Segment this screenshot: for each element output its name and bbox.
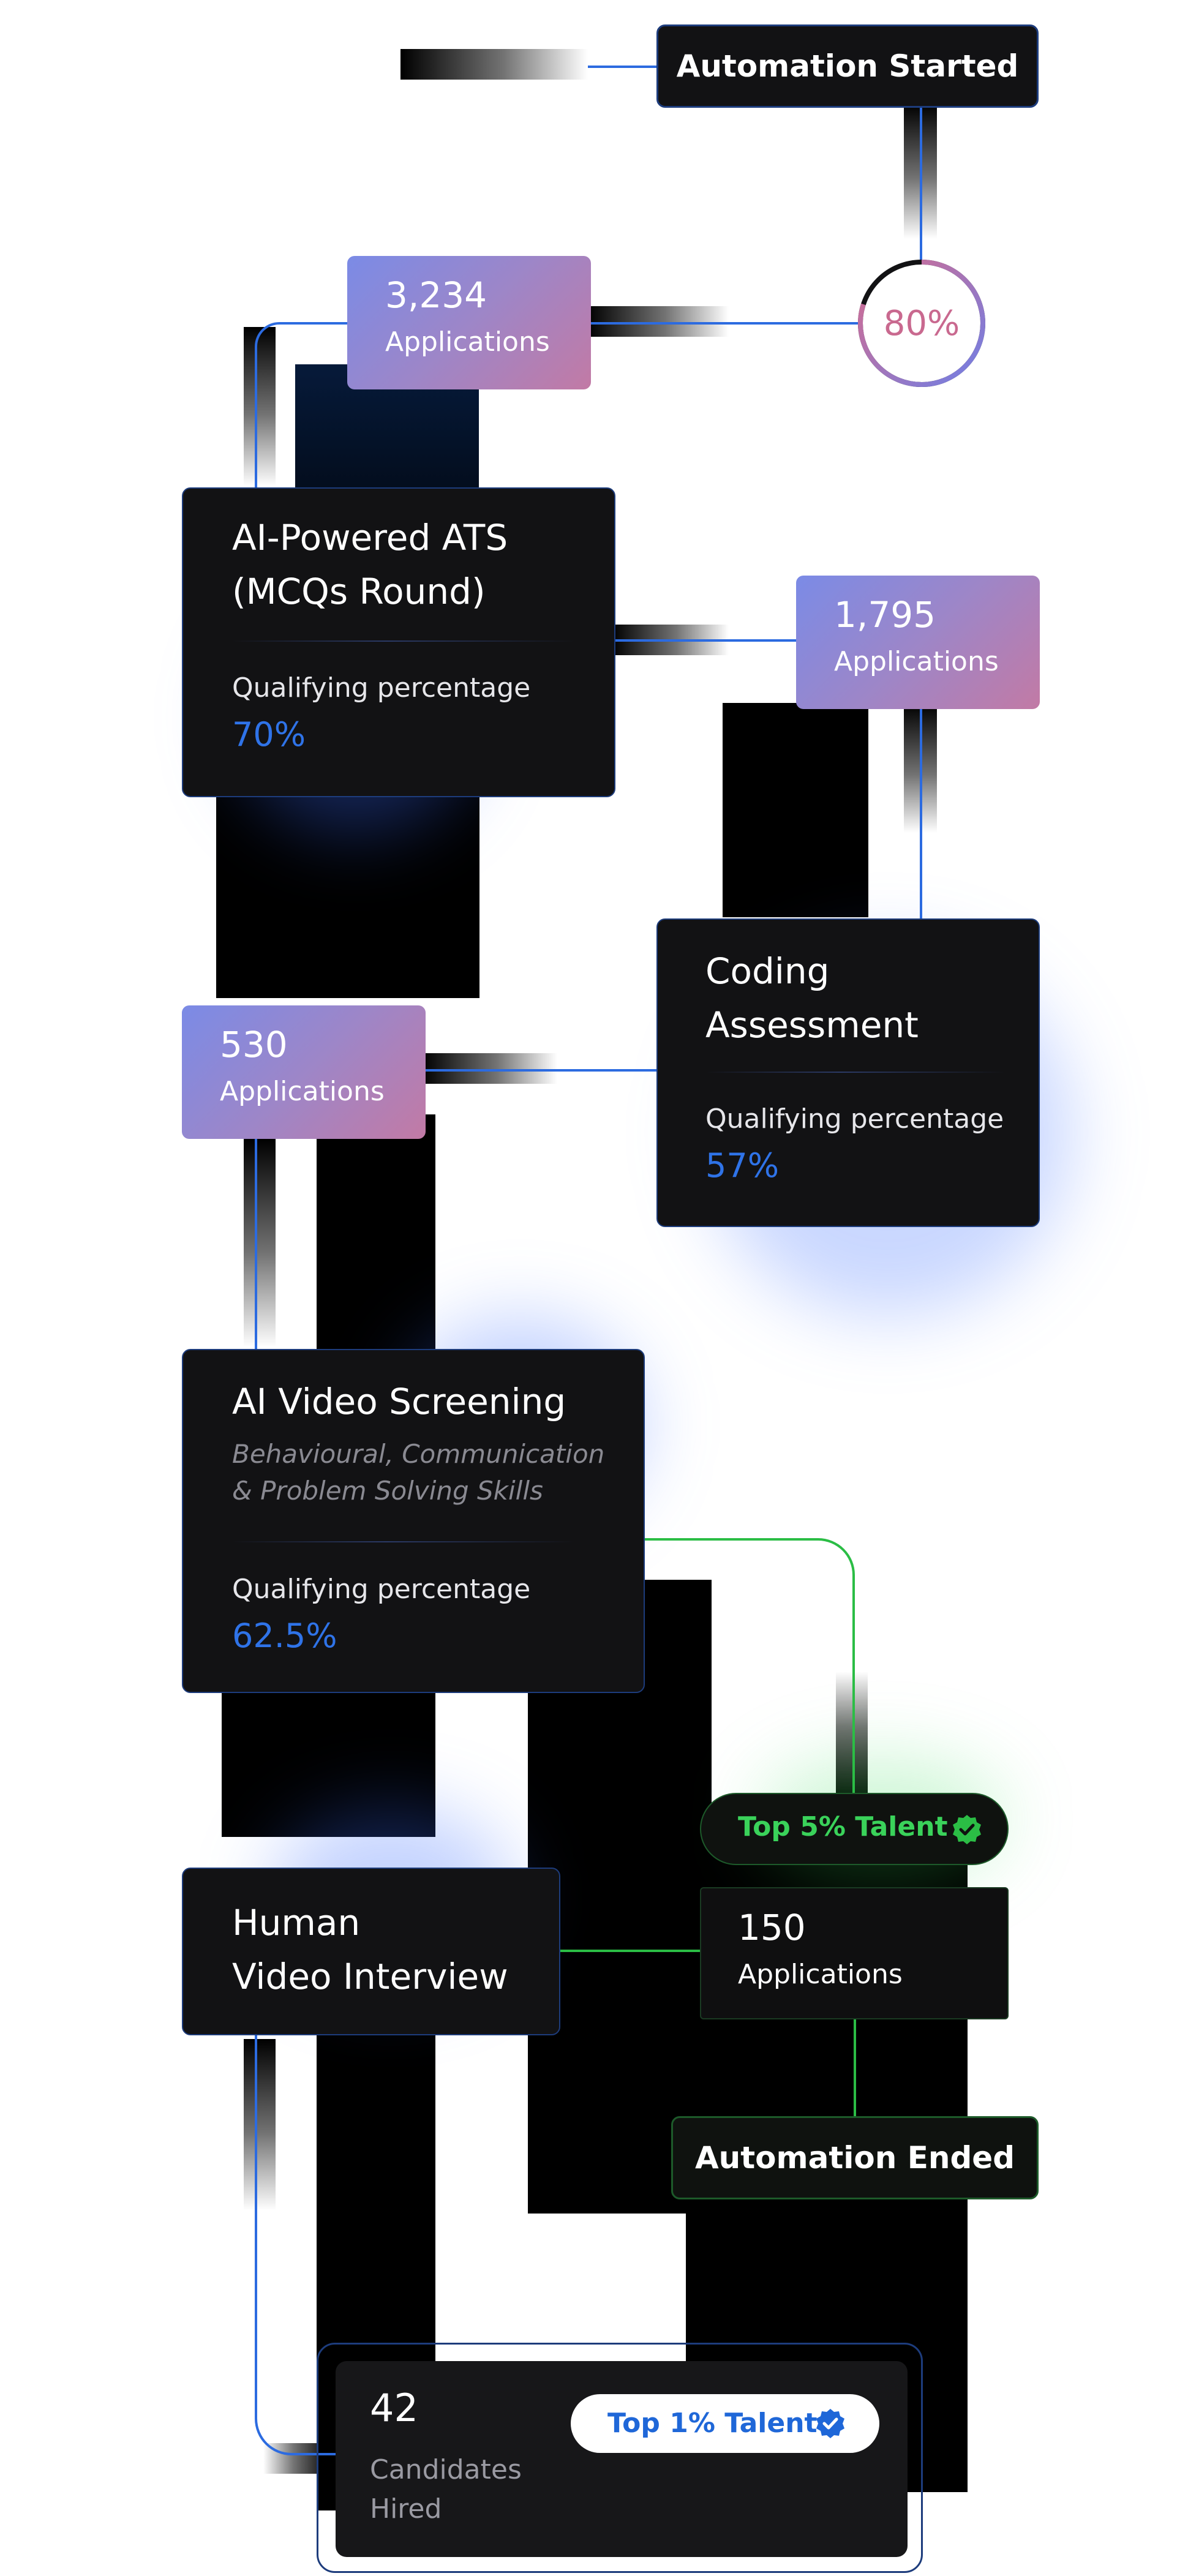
progress-ring: 80%: [857, 259, 986, 388]
stage-title: AI-Powered ATS (MCQs Round): [232, 517, 508, 612]
connector: [423, 1069, 658, 1072]
hired-count: 42: [370, 2386, 418, 2430]
hired-label: Candidates Hired: [370, 2454, 522, 2525]
connector: [612, 639, 802, 642]
stage-title: Coding Assessment: [705, 950, 919, 1046]
applications-card: 3,234 Applications: [347, 256, 591, 389]
qualifying-label: Qualifying percentage: [705, 1103, 1004, 1135]
applications-card: 530 Applications: [182, 1005, 426, 1139]
divider: [232, 1541, 575, 1542]
qualifying-label: Qualifying percentage: [232, 1574, 531, 1605]
connector: [255, 1136, 257, 1350]
top5-talent-label: Top 5% Talent: [738, 1811, 948, 1842]
top5-talent-badge: Top 5% Talent: [700, 1793, 1009, 1865]
applications-label: Applications: [220, 1076, 385, 1107]
stage-card-human-interview: Human Video Interview: [182, 1868, 560, 2035]
decor-shade: [244, 327, 276, 486]
applications-label: Applications: [834, 646, 999, 677]
applications-count: 3,234: [385, 274, 487, 316]
decor-block: [222, 1690, 338, 1837]
decor-shade: [588, 306, 729, 337]
qualifying-value: 62.5%: [232, 1617, 337, 1655]
connector: [643, 1538, 855, 1795]
check-badge-icon: [814, 2408, 846, 2439]
applications-label: Applications: [385, 326, 550, 358]
connector: [588, 322, 860, 325]
connector: [557, 1950, 701, 1952]
decor-block: [723, 703, 868, 917]
qualifying-value: 57%: [705, 1146, 780, 1185]
decor-shade: [244, 1139, 276, 1347]
automation-started-badge: Automation Started: [656, 24, 1039, 108]
progress-ring-arc: [858, 260, 985, 387]
stage-card-coding: Coding Assessment Qualifying percentage …: [656, 918, 1040, 1227]
connector: [588, 66, 661, 68]
decor-shade: [400, 49, 588, 80]
stage-title: Human Video Interview: [232, 1902, 508, 1997]
decor-block: [216, 793, 479, 998]
stage-subtitle: Behavioural, Communication & Problem Sol…: [232, 1439, 605, 1506]
decor-shade: [423, 1053, 557, 1084]
applications-count: 150: [738, 1907, 806, 1948]
connector: [920, 107, 922, 263]
automation-ended-badge: Automation Ended: [671, 2116, 1039, 2199]
qualifying-label: Qualifying percentage: [232, 672, 531, 704]
divider: [232, 640, 575, 642]
connector: [854, 2016, 856, 2117]
applications-card-final: 150 Applications: [700, 1887, 1009, 2019]
applications-label: Applications: [738, 1959, 903, 1990]
top1-talent-badge: Top 1% Talent: [571, 2394, 879, 2453]
connector: [255, 2033, 340, 2455]
stage-card-ats: AI-Powered ATS (MCQs Round) Qualifying p…: [182, 487, 615, 797]
connector: [920, 706, 922, 923]
applications-card: 1,795 Applications: [796, 576, 1040, 709]
check-badge-icon: [951, 1814, 983, 1846]
stage-title: AI Video Screening: [232, 1381, 566, 1422]
applications-count: 1,795: [834, 594, 936, 636]
progress-ring-graphic: [858, 260, 985, 387]
automation-started-label: Automation Started: [676, 48, 1019, 84]
hired-card: 42 Candidates Hired Top 1% Talent: [336, 2361, 908, 2557]
hired-card-outline: [317, 2343, 923, 2573]
automation-ended-label: Automation Ended: [694, 2140, 1015, 2176]
connector: [255, 322, 353, 490]
stage-card-video-screening: AI Video Screening Behavioural, Communic…: [182, 1349, 645, 1693]
applications-count: 530: [220, 1024, 288, 1065]
qualifying-value: 70%: [232, 715, 306, 754]
divider: [705, 1072, 1006, 1073]
top1-talent-label: Top 1% Talent: [607, 2408, 818, 2439]
progress-value: 80%: [883, 303, 960, 344]
